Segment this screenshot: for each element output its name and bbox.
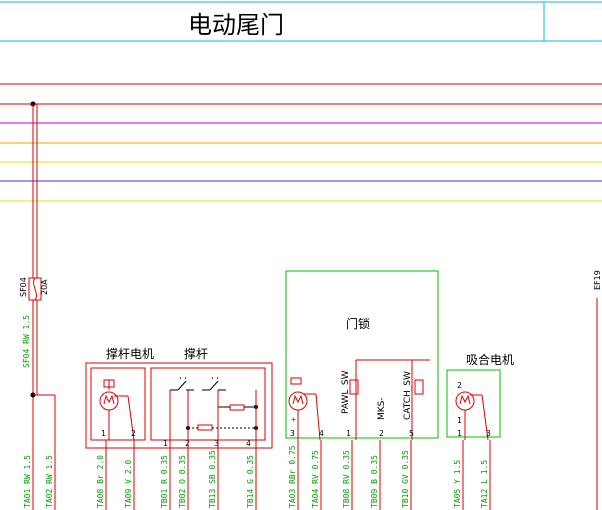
lock-switch-label: CATCH_SW	[403, 371, 413, 420]
svg-text:+: +	[291, 415, 296, 424]
wire-label: TA03 RBr 0.75	[288, 445, 297, 508]
door-lock-label: 门锁	[346, 316, 370, 331]
lock-pin: 4	[319, 429, 324, 438]
lock-switch-label: MKS-	[377, 397, 387, 420]
fuse-id: SF04	[19, 277, 28, 297]
strut-assembly: 撑杆电机 撑杆 1 2 '' ''	[85, 346, 273, 449]
wire-label: TB13 SB 0.35	[208, 450, 217, 508]
wire-label: TB14 G 0.35	[246, 455, 255, 508]
cinch-pin: 1	[457, 416, 462, 425]
cinch-pin: 2	[457, 381, 462, 390]
svg-text:'': ''	[178, 376, 188, 385]
lock-pin: 1	[346, 429, 351, 438]
strut-motor-pin: 1	[101, 429, 106, 438]
lock-switch-label: PAWL_SW	[341, 370, 351, 414]
wire-label: TA04 RV 0.75	[311, 450, 320, 508]
svg-text:'': ''	[210, 376, 220, 385]
cinch-pin: 3	[486, 429, 491, 438]
fuse-icon	[28, 277, 42, 301]
switch-icon: '' ''	[170, 376, 226, 391]
wire-label: TA08 Br 2.0	[96, 455, 105, 508]
title-block: 电动尾门	[0, 1, 602, 42]
main-feed: SF04 20A SF04 RW 1.5	[19, 104, 56, 510]
wire-label: TB01 R 0.35	[160, 455, 169, 508]
strut-motor-pin: 2	[131, 429, 136, 438]
svg-text:-: -	[291, 379, 296, 388]
wire-label: TB10 GV 0.35	[401, 450, 410, 508]
resistor-icon	[186, 404, 258, 431]
fuse-rating: 20A	[40, 279, 49, 295]
strut-label: 撑杆	[184, 346, 208, 361]
motor-icon	[99, 379, 135, 441]
cinch-motor-assembly: 吸合电机 2 1 1 3	[446, 352, 514, 441]
cinch-motor-label: 吸合电机	[466, 352, 514, 367]
fuse-wire-label: SF04 RW 1.5	[22, 315, 31, 368]
motor-icon	[288, 377, 321, 441]
wire-label: TA12 L 1.5	[480, 460, 489, 508]
wire-label: TA09 V 2.0	[124, 460, 133, 508]
lock-pin: 3	[290, 429, 295, 438]
diagram-title: 电动尾门	[188, 11, 284, 39]
wire-label: TA02 RW 1.5	[45, 455, 54, 508]
wire-label: TB09 B 0.35	[370, 455, 379, 508]
wire-label: TA01 RW 1.5	[23, 455, 32, 508]
strut-pin: 1	[163, 439, 168, 448]
motor-icon	[455, 391, 489, 441]
lock-pin: 5	[409, 429, 414, 438]
strut-pin: 3	[214, 439, 219, 448]
power-bus	[0, 83, 602, 202]
wire-labels: TA01 RW 1.5 TA02 RW 1.5 TA08 Br 2.0 TA09 V …	[23, 440, 491, 510]
door-lock-assembly: 门锁 - + PAWL_SW MKS- CATCH_SW 3 4 1 2 5	[285, 270, 439, 441]
lock-pin: 2	[379, 429, 384, 438]
edge-connector-label: EF19	[593, 270, 602, 290]
strut-motor-label: 撑杆电机	[106, 346, 154, 361]
wire-label: TB02 O 0.35	[178, 455, 187, 508]
wire-label: TA05 Y 1.5	[453, 460, 462, 508]
cinch-pin: 1	[457, 429, 462, 438]
wire-label: TB08 RV 0.35	[342, 450, 351, 508]
strut-pin: 4	[246, 439, 251, 448]
